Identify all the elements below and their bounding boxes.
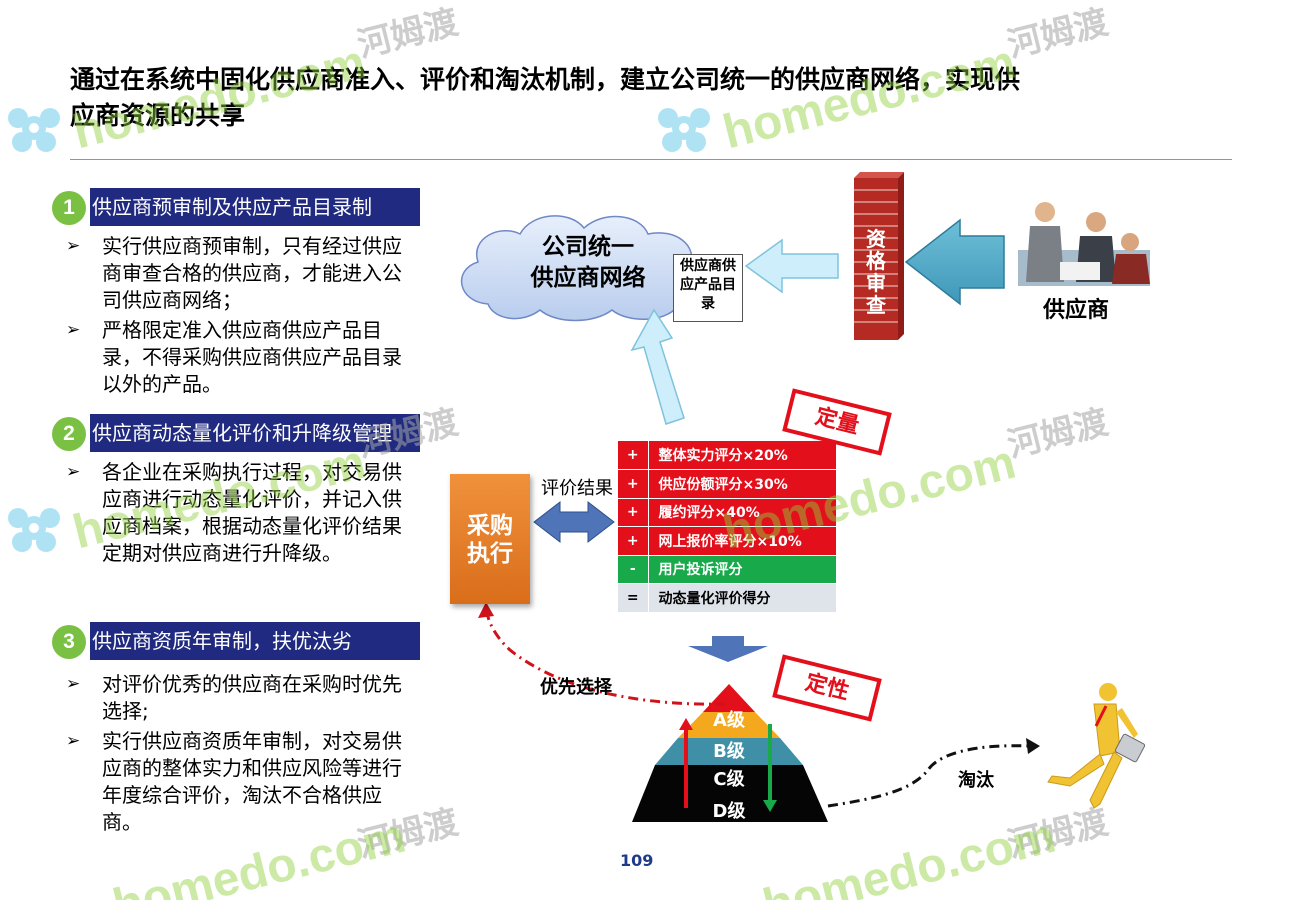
supplier-entry-arrow	[904, 218, 1005, 306]
level-d-label: D级	[712, 801, 746, 822]
title-divider	[70, 159, 1232, 160]
elimination-curve	[827, 744, 1031, 808]
score-row: + 整体实力评分×20%	[618, 441, 836, 470]
cloud-label-line-2: 供应商网络	[530, 265, 646, 291]
brick-wall-icon	[854, 172, 904, 340]
result-down-arrow	[688, 636, 768, 662]
bullet-arrow-icon: ➢	[66, 731, 81, 751]
section-3-bullet-2: ➢ 实行供应商资质年审制，对交易供应商的整体实力和供应风险等进行年度综合评价，淘…	[66, 728, 411, 836]
supplier-label: 供应商	[1043, 298, 1110, 323]
score-sign: -	[618, 555, 649, 584]
approval-arrow-left	[744, 238, 839, 294]
preferred-arrowhead-icon	[478, 602, 494, 618]
level-c-label: C级	[713, 769, 745, 790]
section-1-header: 1 供应商预审制及供应产品目录制	[52, 188, 422, 226]
watermark-flower-icon	[8, 108, 60, 152]
evaluation-double-arrow	[533, 500, 615, 544]
bullet-arrow-icon: ➢	[66, 674, 81, 694]
section-3-heading: 供应商资质年审制，扶优汰劣	[90, 622, 420, 660]
score-label: 履约评分×40%	[648, 498, 836, 527]
score-label: 用户投诉评分	[648, 555, 836, 584]
network-cloud-label: 公司统一 供应商网络	[508, 232, 668, 294]
section-1-bullet-2: ➢ 严格限定准入供应商供应产品目录，不得采购供应商供应产品目录以外的产品。	[66, 317, 411, 398]
elimination-label: 淘汰	[958, 770, 994, 791]
downgrade-arrow-icon	[763, 724, 777, 812]
score-label: 供应份额评分×30%	[648, 469, 836, 499]
network-cloud-shape	[460, 215, 705, 322]
page-title: 通过在系统中固化供应商准入、评价和淘汰机制，建立公司统一的供应商网络，实现供应商…	[70, 65, 1021, 130]
running-man-icon	[1047, 683, 1146, 809]
section-1-heading: 供应商预审制及供应产品目录制	[90, 188, 420, 226]
score-sign: +	[618, 469, 649, 499]
score-row: = 动态量化评价得分	[618, 583, 836, 613]
exec-label-line-1: 采购	[467, 513, 513, 539]
page-number: 109	[620, 851, 654, 870]
score-row: + 供应份额评分×30%	[618, 469, 836, 499]
preferred-selection-label: 优先选择	[540, 677, 612, 698]
score-row: + 网上报价率评分×10%	[618, 526, 836, 556]
evaluation-result-label: 评价结果	[541, 478, 613, 499]
section-2-heading: 供应商动态量化评价和升降级管理	[90, 414, 420, 452]
procurement-execution-box: 采购 执行	[450, 474, 530, 604]
section-2-number-badge: 2	[52, 417, 86, 451]
level-a-label: A级	[713, 710, 745, 731]
elimination-arrowhead-icon	[1026, 738, 1040, 754]
bullet-text: 实行供应商预审制，只有经过供应商审查合格的供应商，才能进入公司供应商网络；	[102, 234, 402, 312]
score-row: + 履约评分×40%	[618, 498, 836, 527]
level-b-label: B级	[713, 741, 745, 762]
catalog-document: 供应商供应产品目录	[673, 254, 743, 322]
section-3-bullet-1: ➢ 对评价优秀的供应商在采购时优先选择;	[66, 671, 411, 725]
section-1-bullet-1: ➢ 实行供应商预审制，只有经过供应商审查合格的供应商，才能进入公司供应商网络；	[66, 233, 411, 314]
section-1-number-badge: 1	[52, 191, 86, 225]
section-2-bullet-1: ➢ 各企业在采购执行过程，对交易供应商进行动态量化评价，并记入供应商档案，根据动…	[66, 459, 411, 567]
section-2-header: 2 供应商动态量化评价和升降级管理	[52, 414, 422, 452]
watermark-flower-icon	[8, 508, 60, 552]
score-formula-table: + 整体实力评分×20% + 供应份额评分×30% + 履约评分×40% + 网…	[618, 441, 836, 613]
bullet-text: 实行供应商资质年审制，对交易供应商的整体实力和供应风险等进行年度综合评价，淘汰不…	[102, 729, 402, 834]
score-sign: +	[618, 498, 649, 527]
exec-label-line-2: 执行	[467, 541, 513, 567]
upload-arrow-up	[630, 308, 685, 425]
score-sign: +	[618, 526, 649, 556]
bullet-arrow-icon: ➢	[66, 462, 81, 482]
score-label: 动态量化评价得分	[648, 583, 836, 613]
score-label: 网上报价率评分×10%	[648, 526, 836, 556]
score-sign: =	[618, 583, 649, 613]
bullet-arrow-icon: ➢	[66, 320, 81, 340]
bullet-text: 对评价优秀的供应商在采购时优先选择;	[102, 672, 402, 723]
score-label: 整体实力评分×20%	[648, 441, 836, 470]
watermark-flower-icon	[658, 108, 710, 152]
bullet-text: 严格限定准入供应商供应产品目录，不得采购供应商供应产品目录以外的产品。	[102, 318, 402, 396]
qualification-review-label: 资格审查	[866, 227, 886, 317]
upgrade-arrow-icon	[679, 718, 693, 808]
section-3-header: 3 供应商资质年审制，扶优汰劣	[52, 622, 422, 660]
score-sign: +	[618, 441, 649, 470]
section-3-number-badge: 3	[52, 625, 86, 659]
bullet-arrow-icon: ➢	[66, 236, 81, 256]
cloud-label-line-1: 公司统一	[542, 234, 634, 260]
score-row: - 用户投诉评分	[618, 555, 836, 584]
bullet-text: 各企业在采购执行过程，对交易供应商进行动态量化评价，并记入供应商档案，根据动态量…	[102, 460, 402, 565]
supplier-people-icon	[1018, 202, 1150, 286]
